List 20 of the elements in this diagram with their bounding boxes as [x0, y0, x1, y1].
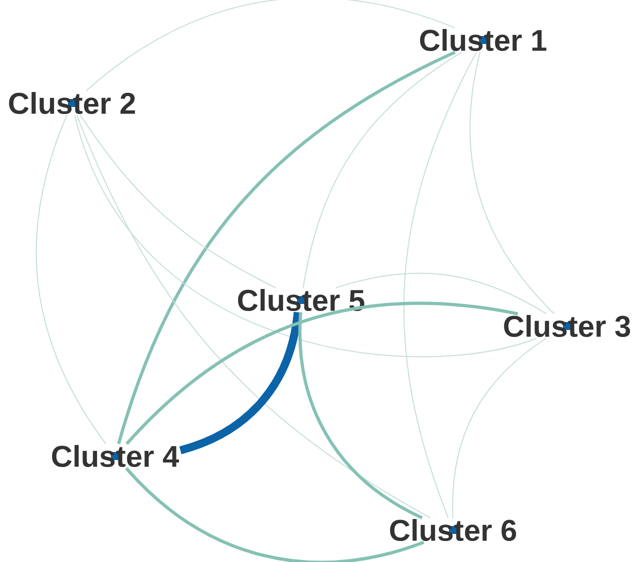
connection-curve: [469, 52, 555, 314]
cluster-label: Cluster 6: [390, 519, 516, 542]
connection-curve: [36, 114, 106, 444]
cluster-label: Cluster 3: [504, 314, 630, 338]
connection-curve: [74, 114, 538, 358]
cluster-label: Cluster 4: [52, 445, 179, 468]
connection-curve: [126, 302, 518, 445]
connection-curve: [298, 312, 423, 520]
cluster-label: Cluster 1: [420, 28, 546, 52]
connection-curve: [76, 114, 431, 518]
cluster-label: Cluster 2: [9, 92, 135, 114]
connection-curve: [403, 52, 477, 518]
connection-curve: [117, 50, 456, 444]
connection-curve: [179, 312, 302, 454]
connection-curve: [80, 114, 276, 288]
connection-curve: [86, 0, 456, 92]
connection-curve: [125, 467, 424, 562]
connection-curve: [335, 272, 547, 314]
connection-curve: [302, 52, 462, 288]
connection-curve: [452, 338, 547, 518]
